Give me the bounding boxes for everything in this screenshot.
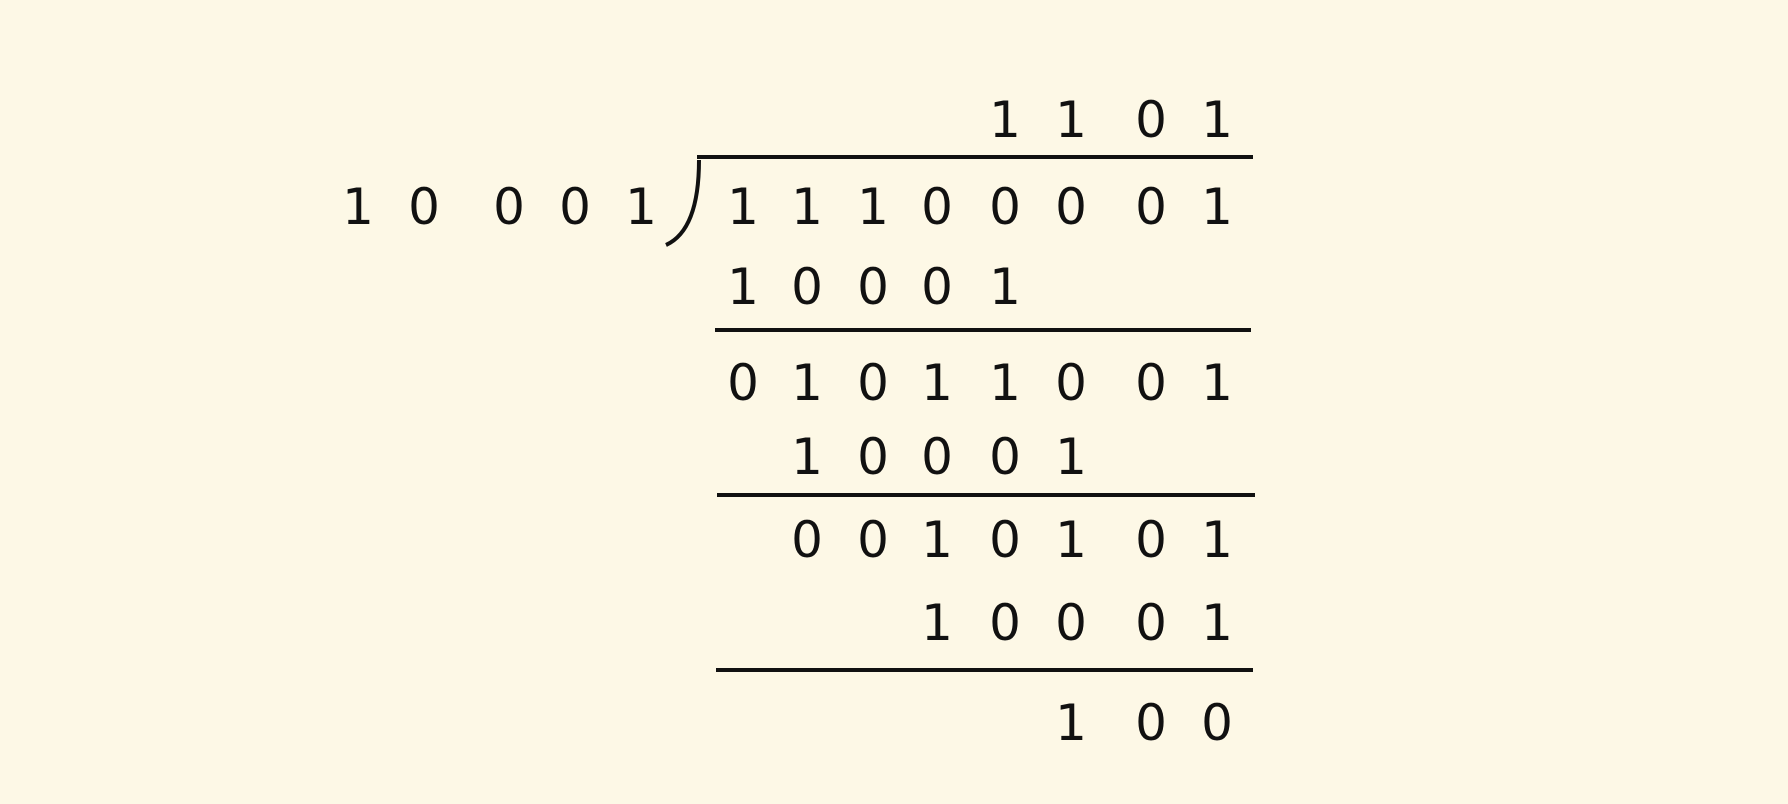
divisor-digit: 0: [493, 178, 525, 236]
result-digit: 0: [1055, 354, 1087, 412]
dividend-digit: 0: [1135, 178, 1167, 236]
result-digit: 0: [791, 511, 823, 569]
divisor-digit: 0: [408, 178, 440, 236]
result-digit: 0: [1135, 511, 1167, 569]
step-2-rule: [717, 493, 1255, 497]
result-digit: 0: [857, 354, 889, 412]
quotient-digit: 1: [1201, 91, 1233, 149]
subtrahend-digit: 0: [921, 258, 953, 316]
subtrahend-digit: 0: [791, 258, 823, 316]
subtrahend-digit: 0: [857, 258, 889, 316]
result-digit: 1: [791, 354, 823, 412]
subtrahend-digit: 1: [1055, 428, 1087, 486]
dividend-digit: 0: [921, 178, 953, 236]
result-digit: 1: [1055, 511, 1087, 569]
result-digit: 0: [989, 511, 1021, 569]
quotient-digit: 1: [1055, 91, 1087, 149]
remainder-digit: 1: [1055, 694, 1087, 752]
subtrahend-digit: 0: [1135, 594, 1167, 652]
subtrahend-digit: 1: [1201, 594, 1233, 652]
remainder-digit: 0: [1135, 694, 1167, 752]
result-digit: 1: [1201, 354, 1233, 412]
dividend-digit: 0: [989, 178, 1021, 236]
result-digit: 0: [1135, 354, 1167, 412]
divisor-digit: 0: [559, 178, 591, 236]
subtrahend-digit: 0: [1055, 594, 1087, 652]
dividend-digit: 1: [1201, 178, 1233, 236]
result-digit: 1: [1201, 511, 1233, 569]
quotient-digit: 1: [989, 91, 1021, 149]
result-digit: 1: [921, 354, 953, 412]
result-digit: 0: [727, 354, 759, 412]
dividend-digit: 0: [1055, 178, 1087, 236]
dividend-digit: 1: [727, 178, 759, 236]
result-digit: 1: [921, 511, 953, 569]
step-1-rule: [715, 328, 1251, 332]
subtrahend-digit: 0: [857, 428, 889, 486]
subtrahend-digit: 1: [989, 258, 1021, 316]
dividend-digit: 1: [857, 178, 889, 236]
step-3-rule: [716, 668, 1253, 672]
quotient-bar: [697, 155, 1253, 159]
remainder-digit: 0: [1201, 694, 1233, 752]
divisor-digit: 1: [625, 178, 657, 236]
subtrahend-digit: 0: [921, 428, 953, 486]
result-digit: 1: [989, 354, 1021, 412]
subtrahend-digit: 1: [921, 594, 953, 652]
subtrahend-digit: 1: [727, 258, 759, 316]
quotient-digit: 0: [1135, 91, 1167, 149]
subtrahend-digit: 0: [989, 594, 1021, 652]
result-digit: 0: [857, 511, 889, 569]
dividend-digit: 1: [791, 178, 823, 236]
divisor-digit: 1: [342, 178, 374, 236]
subtrahend-digit: 1: [791, 428, 823, 486]
subtrahend-digit: 0: [989, 428, 1021, 486]
